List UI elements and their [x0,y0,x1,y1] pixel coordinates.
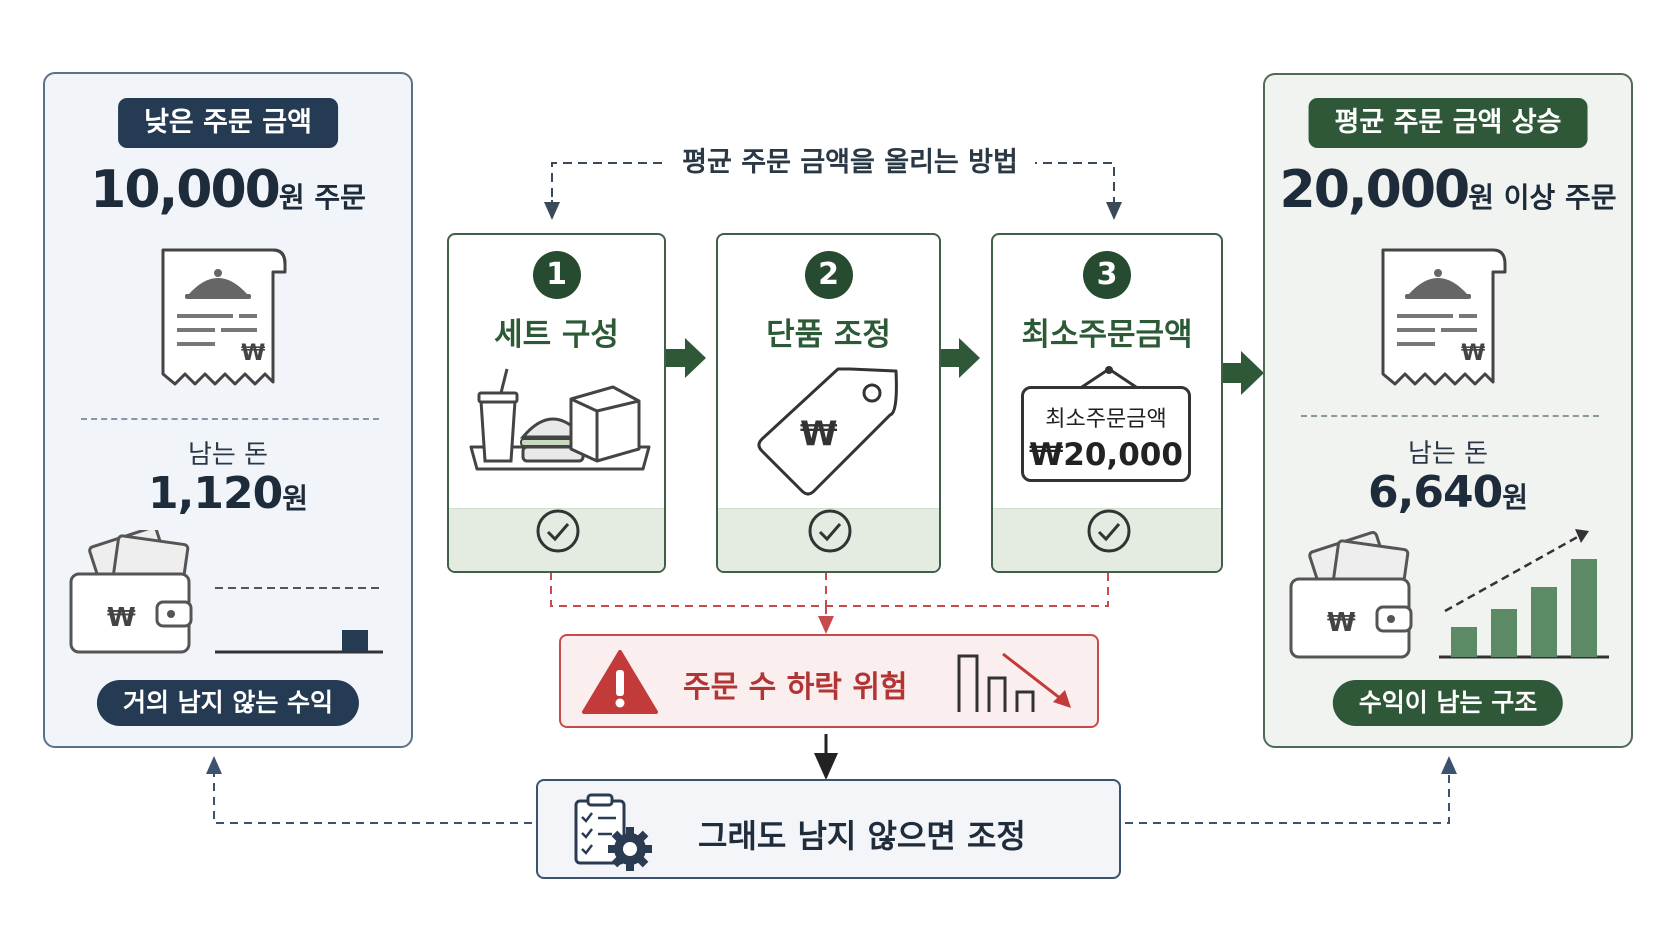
svg-text:₩: ₩ [1327,608,1356,638]
feedback-left [213,768,532,824]
step-number-2: 2 [804,251,853,299]
check-icon [1087,509,1131,553]
order-drop-risk-box: 주문 수 하락 위험 [559,634,1099,728]
receipt-icon: ₩ [1381,248,1507,386]
svg-text:₩: ₩ [107,603,136,633]
low-order-panel: 낮은 주문 금액 10,000원 주문 ₩ 남는 돈 1,120원 ₩ 거의 남… [43,72,413,748]
step-arrow-1 [665,338,706,378]
receipt-icon: ₩ [161,248,287,386]
divider [81,418,379,420]
step-number-1: 1 [532,251,581,299]
sign-hanger [1078,366,1140,391]
left-remain-label: 남는 돈 [187,440,269,470]
check-icon [808,509,852,553]
high-order-amount: 20,000원 이상 주문 [1279,160,1617,220]
high-profit-footer: 수익이 남는 구조 [1332,680,1564,726]
low-profit-bar [342,630,368,651]
min-order-sign-label: 최소주문금액 [1045,407,1167,432]
wallet-growth-icon: ₩ [1289,529,1609,659]
declining-chart-icon [957,652,1071,712]
cloche-icon [1405,269,1471,299]
divider [1301,415,1599,417]
step-arrow-3 [1219,351,1264,395]
growth-bar-3 [1531,587,1557,657]
step-arrow-2 [939,338,980,378]
wallet-low-icon: ₩ [69,530,383,654]
high-order-panel: 평균 주문 금액 상승 20,000원 이상 주문 ₩ 남는 돈 6,640원 … [1263,73,1633,748]
growth-bar-4 [1571,559,1597,657]
min-order-sign-amount: ₩20,000 [1029,437,1183,473]
adjust-box: 그래도 남지 않으면 조정 [536,779,1121,879]
low-order-amount: 10,000원 주문 [90,160,366,220]
step-title-2: 단품 조정 [766,317,891,353]
risk-merge-lines [550,572,1109,624]
svg-text:₩: ₩ [1461,341,1485,366]
feedback-right [1125,768,1450,824]
low-profit-footer: 거의 남지 않는 수익 [96,680,360,726]
checklist-gear-icon [574,793,652,871]
cloche-icon [185,269,251,299]
set-meal-icon [469,368,651,471]
adjust-text: 그래도 남지 않으면 조정 [698,817,1026,855]
high-order-header: 평균 주문 금액 상승 [1308,98,1588,148]
warning-triangle-icon [582,650,658,714]
growth-bar-1 [1451,627,1477,657]
min-order-sign: 최소주문금액 ₩20,000 [1021,386,1191,482]
right-remain-label: 남는 돈 [1407,439,1489,469]
step-card-set: 1 세트 구성 [447,233,666,573]
risk-text: 주문 수 하락 위험 [683,670,908,705]
right-remain-amount: 6,640원 [1368,467,1528,518]
left-remain-amount: 1,120원 [148,468,308,519]
svg-text:₩: ₩ [241,341,265,366]
step-card-single: 2 단품 조정 ₩ [716,233,941,573]
step-title-1: 세트 구성 [494,317,619,353]
method-title: 평균 주문 금액을 올리는 방법 [665,140,1035,179]
check-icon [536,509,580,553]
step-title-3: 최소주문금액 [1021,317,1193,353]
price-tag-icon: ₩ [757,367,898,496]
low-order-header: 낮은 주문 금액 [118,98,338,148]
step-number-3: 3 [1083,251,1131,299]
svg-text:₩: ₩ [800,414,838,454]
growth-bar-2 [1491,609,1517,657]
